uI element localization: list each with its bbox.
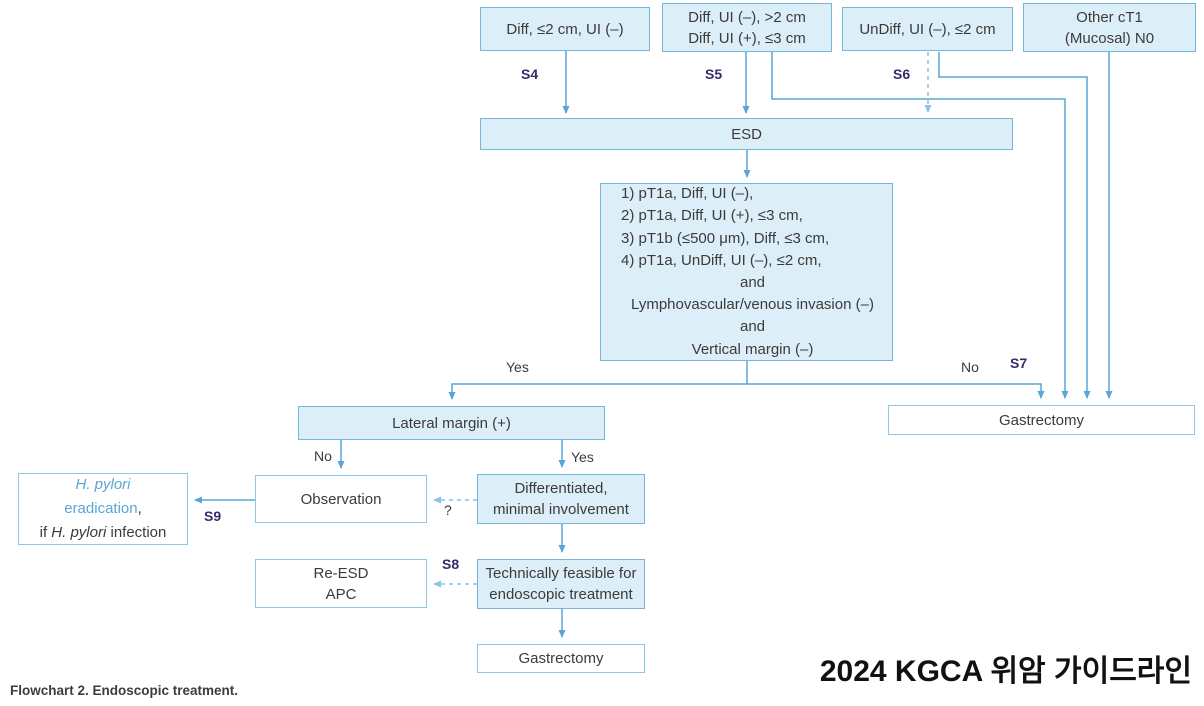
node-gastrectomy-bottom: Gastrectomy <box>477 644 645 673</box>
branch-label-yes-lateral: Yes <box>571 449 594 465</box>
criteria-item3: 3) pT1b (≤500 μm), Diff, ≤3 cm, <box>621 229 830 247</box>
h-pylori-infection: infection <box>106 524 167 541</box>
step-label-s4: S4 <box>521 66 539 82</box>
node-observation-label: Observation <box>300 490 382 508</box>
criteria-item4: 4) pT1a, UnDiff, UI (–), ≤2 cm, <box>621 251 822 269</box>
node-diff-large-line1: Diff, UI (–), >2 cm <box>688 8 806 26</box>
node-other-ct1-line1: Other cT1 <box>1076 8 1143 26</box>
h-pylori-if: if <box>39 524 52 541</box>
node-h-pylori: H. pylori eradication, if H. pylori infe… <box>18 473 188 545</box>
branch-label-yes-criteria: Yes <box>506 359 529 375</box>
branch-label-no-lateral: No <box>314 448 332 464</box>
node-esd: ESD <box>480 118 1013 150</box>
step-label-s5: S5 <box>705 66 723 82</box>
node-re-esd-line2: APC <box>325 585 357 603</box>
h-pylori-eradication-line: eradication, <box>64 497 142 521</box>
node-gastrectomy-right: Gastrectomy <box>888 405 1195 435</box>
h-pylori-name2: H. pylori <box>51 524 107 541</box>
step-label-s8: S8 <box>442 556 460 572</box>
guideline-title: 2024 KGCA 위암 가이드라인 <box>819 655 1192 688</box>
node-lateral-margin: Lateral margin (+) <box>298 406 605 440</box>
criteria-item2: 2) pT1a, Diff, UI (+), ≤3 cm, <box>621 207 803 225</box>
node-diff-small-label: Diff, ≤2 cm, UI (–) <box>506 20 624 38</box>
node-differentiated-line1: Differentiated, <box>514 480 608 497</box>
figure-caption: Flowchart 2. Endoscopic treatment. <box>10 683 239 698</box>
node-differentiated-line2: minimal involvement <box>493 501 629 518</box>
node-esd-label: ESD <box>731 125 762 143</box>
node-re-esd: Re-ESD APC <box>255 559 427 608</box>
node-other-ct1: Other cT1 (Mucosal) N0 <box>1023 3 1196 52</box>
branch-label-question: ? <box>444 502 452 518</box>
h-pylori-comma: , <box>137 500 142 517</box>
node-undiff: UnDiff, UI (–), ≤2 cm <box>842 7 1013 51</box>
node-observation: Observation <box>255 475 427 523</box>
criteria-and2: and <box>739 318 766 336</box>
node-undiff-label: UnDiff, UI (–), ≤2 cm <box>859 20 996 38</box>
node-differentiated: Differentiated, minimal involvement <box>477 474 645 524</box>
criteria-vertical-margin: Vertical margin (–) <box>691 340 814 358</box>
node-feasible: Technically feasible for endoscopic trea… <box>477 559 645 609</box>
step-label-s7: S7 <box>1010 355 1028 371</box>
node-criteria: 1) pT1a, Diff, UI (–), 2) pT1a, Diff, UI… <box>600 183 893 361</box>
h-pylori-name: H. pylori <box>75 476 131 493</box>
branch-label-no-criteria: No <box>961 359 979 375</box>
node-feasible-line1: Technically feasible for <box>485 565 637 582</box>
node-diff-large: Diff, UI (–), >2 cm Diff, UI (+), ≤3 cm <box>662 3 832 52</box>
node-diff-small: Diff, ≤2 cm, UI (–) <box>480 7 650 51</box>
node-gastrectomy-bottom-label: Gastrectomy <box>518 650 604 667</box>
node-gastrectomy-right-label: Gastrectomy <box>998 411 1085 429</box>
criteria-lymphovascular: Lymphovascular/venous invasion (–) <box>631 296 874 314</box>
h-pylori-condition-line: if H. pylori infection <box>40 521 167 545</box>
criteria-and1: and <box>739 274 766 291</box>
step-label-s6: S6 <box>893 66 911 82</box>
step-label-s9: S9 <box>204 508 222 524</box>
node-feasible-line2: endoscopic treatment <box>489 586 633 603</box>
h-pylori-eradication: eradication <box>64 500 138 517</box>
node-diff-large-line2: Diff, UI (+), ≤3 cm <box>688 29 806 47</box>
criteria-item1: 1) pT1a, Diff, UI (–), <box>621 185 754 203</box>
node-re-esd-line1: Re-ESD <box>313 564 369 582</box>
node-other-ct1-line2: (Mucosal) N0 <box>1064 29 1155 47</box>
node-lateral-margin-label: Lateral margin (+) <box>392 414 511 432</box>
